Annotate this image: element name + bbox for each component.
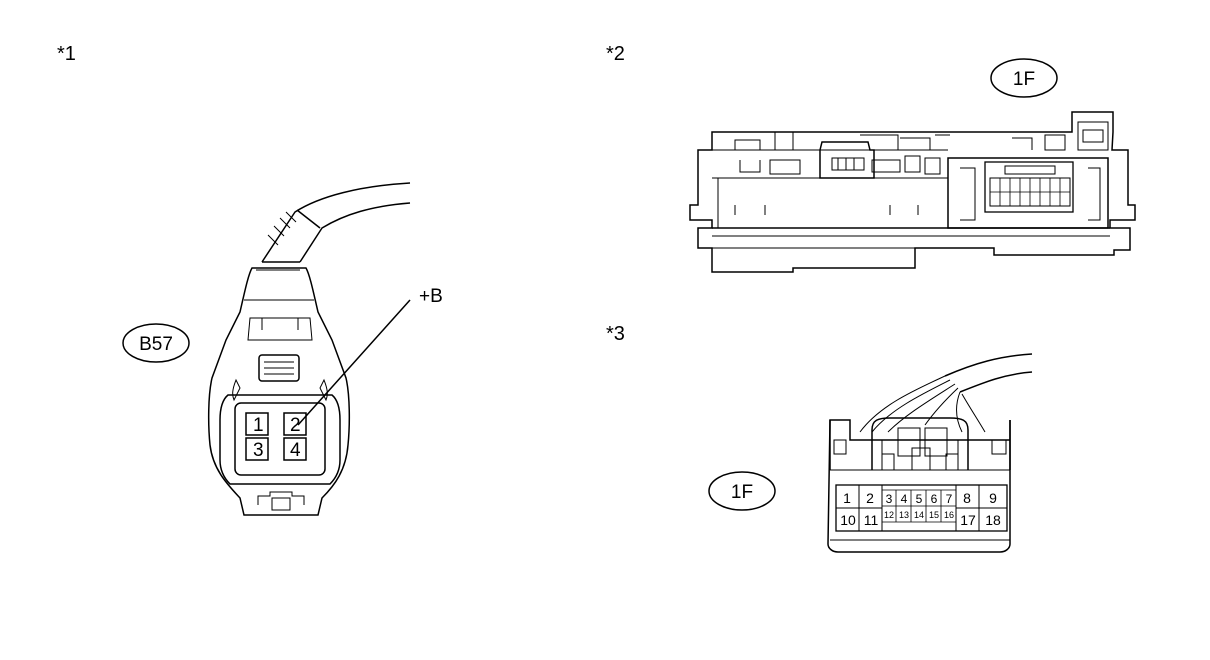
b57-body xyxy=(207,267,351,516)
1f-bottom-tag-label: 1F xyxy=(731,482,753,503)
b57-pin-1 xyxy=(245,412,269,436)
view-label-3: *3 xyxy=(606,323,625,345)
view-label-1: *1 xyxy=(57,43,76,65)
b57-connector xyxy=(122,182,411,516)
1f-pin-9: 9 xyxy=(989,490,997,506)
1f-pin-13: 13 xyxy=(899,510,909,520)
1f-latch-frame xyxy=(871,417,969,470)
plus-b-label: +B xyxy=(419,286,443,307)
1f-bottom-tag-ellipse xyxy=(708,471,776,511)
plus-b-leader xyxy=(297,299,411,426)
b57-pin-3 xyxy=(245,437,269,461)
b57-pin-2 xyxy=(283,412,307,436)
b57-pin-3-label: 3 xyxy=(253,440,264,461)
ecu-unit xyxy=(689,58,1136,273)
b57-cable-top xyxy=(261,182,411,263)
b57-pin-4-label: 4 xyxy=(290,440,301,461)
ecu-small-connector xyxy=(819,141,875,179)
1f-pin-1: 1 xyxy=(843,490,851,506)
1f-top-tag-ellipse xyxy=(990,58,1058,98)
1f-cable-bottom xyxy=(959,371,1033,393)
b57-tag-label: B57 xyxy=(139,334,173,355)
1f-pin-12: 12 xyxy=(884,510,894,520)
1f-pin-17: 17 xyxy=(960,512,976,528)
1f-pin-16: 16 xyxy=(944,510,954,520)
1f-pin-7: 7 xyxy=(946,492,953,506)
b57-cable-bottom xyxy=(299,202,411,263)
b57-pin-1-label: 1 xyxy=(253,415,264,436)
1f-pin-4: 4 xyxy=(901,492,908,506)
b57-latch xyxy=(258,354,300,382)
1f-pin-10: 10 xyxy=(840,512,856,528)
1f-pin-18: 18 xyxy=(985,512,1001,528)
view-label-2: *2 xyxy=(606,43,625,65)
b57-tag-ellipse xyxy=(122,323,190,363)
1f-pin-3: 3 xyxy=(886,492,893,506)
1f-cable-top xyxy=(944,353,1033,377)
ecu-housing xyxy=(689,111,1136,273)
1f-connector xyxy=(708,353,1033,553)
1f-pin-6: 6 xyxy=(931,492,938,506)
b57-pin-2-label: 2 xyxy=(290,415,301,436)
1f-pin-5: 5 xyxy=(916,492,923,506)
ecu-1f-receptacle xyxy=(947,157,1109,229)
1f-pin-2: 2 xyxy=(866,490,874,506)
1f-top-tag-label: 1F xyxy=(1013,69,1035,90)
1f-body xyxy=(827,419,1011,553)
1f-pin-11: 11 xyxy=(864,512,879,528)
1f-pin-15: 15 xyxy=(929,510,939,520)
b57-pin-4 xyxy=(283,437,307,461)
1f-pin-14: 14 xyxy=(914,510,924,520)
1f-pin-8: 8 xyxy=(963,490,971,506)
